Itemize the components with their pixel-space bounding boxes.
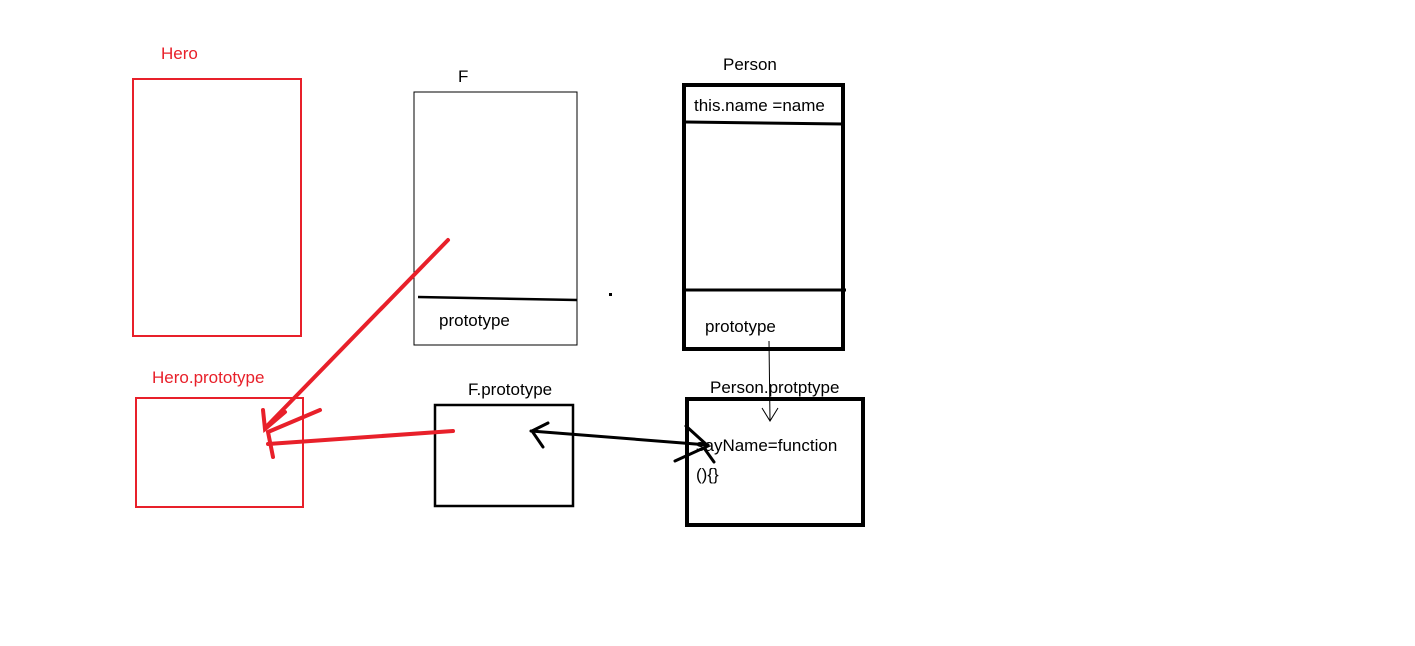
f-prototype-label: F.prototype [468,380,552,399]
hero-box [132,78,302,337]
hero-prototype-box [135,397,304,508]
f-label: F [458,67,468,86]
person-name-prop-label: this.name =name [694,96,825,115]
person-box [682,83,845,351]
person-protptype-box [685,397,865,527]
person-prototype-arrow [761,340,779,422]
f-to-hero-prototype-arrow [261,238,450,433]
f-prototype-prop-label: prototype [439,311,510,330]
hero-label: Hero [161,44,198,63]
f-box [413,91,578,346]
say-name-line2: (){} [696,465,719,484]
person-top-divider [685,120,844,126]
person-protptype-label: Person.protptype [710,378,839,397]
f-to-person-protptype-arrow [529,421,716,464]
f-prototype-to-hero-prototype-arrow [265,408,455,459]
stray-dot [609,293,612,296]
say-name-line1: sayName=function [696,436,837,455]
hero-prototype-label: Hero.prototype [152,368,264,387]
person-label: Person [723,55,777,74]
f-divider [417,295,578,302]
person-prototype-prop-label: prototype [705,317,776,336]
f-prototype-box [433,403,575,508]
